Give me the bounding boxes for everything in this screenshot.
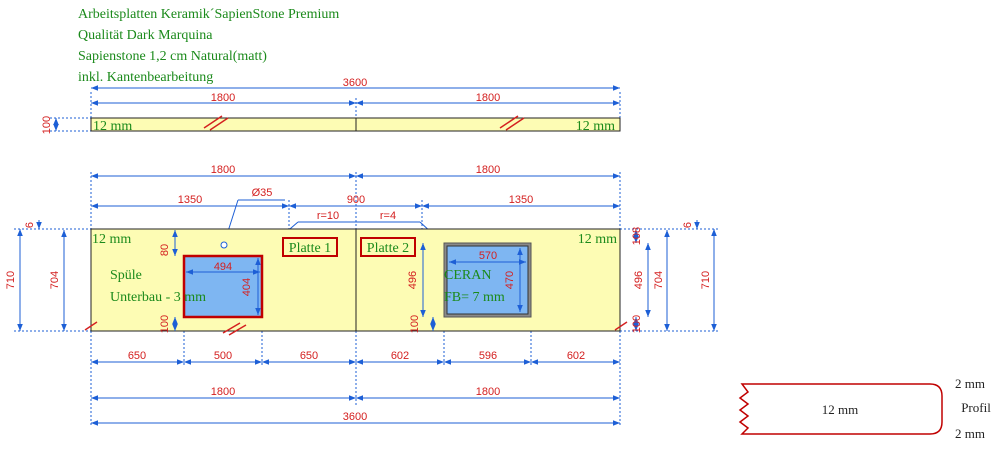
edge-profile	[738, 383, 943, 435]
side-half-left-label: 1800	[211, 92, 235, 104]
cooktop-offset-bottom-label: 100	[409, 315, 421, 333]
right-depth-outer-label: 710	[700, 271, 712, 289]
bottom-dim-6: 602	[567, 350, 585, 362]
cooktop-depth-label: 470	[504, 271, 516, 289]
side-thickness-left: 12 mm	[93, 119, 132, 134]
spec-line-edges: inkl. Kantenbearbeitung	[78, 70, 214, 85]
plan-offset-right-label: 1350	[509, 194, 533, 206]
plan-offset-mid-label: 900	[347, 194, 365, 206]
bottom-dim-1: 650	[128, 350, 146, 362]
plan-thickness-left: 12 mm	[92, 232, 131, 247]
radius-1-label: r=10	[317, 210, 339, 222]
side-height-label: 100	[41, 116, 53, 134]
break-marks-plan	[84, 321, 628, 336]
radius-2-label: r=4	[380, 210, 396, 222]
spec-line-product: Arbeitsplatten Keramik´SapienStone Premi…	[78, 7, 340, 22]
plan-dimension-lines	[14, 172, 718, 426]
cutout-dimension-lines	[172, 230, 639, 331]
bottom-dim-3: 650	[300, 350, 318, 362]
bottom-half-right: 1800	[476, 386, 500, 398]
left-depth-outer-label: 710	[5, 271, 17, 289]
profile-bottom-label: 2 mm	[955, 426, 985, 441]
cooktop-mount-label: FB= 7 mm	[444, 290, 505, 305]
plate-1-tag	[282, 237, 338, 257]
side-view	[50, 85, 621, 132]
tap-hole	[220, 241, 228, 249]
left-edge-offset-label: 6	[24, 222, 36, 228]
profile-thickness: 12 mm	[822, 402, 858, 417]
plan-top-left-label: 1800	[211, 164, 235, 176]
plate-2-label: Platte 2	[367, 241, 409, 256]
profile-top-label: 2 mm	[955, 376, 985, 391]
sink-offset-top-label: 80	[159, 244, 171, 256]
side-thickness-right: 12 mm	[576, 119, 615, 134]
side-half-right-label: 1800	[476, 92, 500, 104]
break-marks-side	[203, 115, 525, 131]
right-offset-bottom-label: 100	[631, 315, 643, 333]
side-total-label: 3600	[343, 77, 367, 89]
cooktop-cutout	[446, 245, 529, 315]
plan-offset-left-label: 1350	[178, 194, 202, 206]
sink-mount-label: Unterbau - 3 mm	[110, 290, 206, 305]
plate-2-tag	[360, 237, 416, 257]
cooktop-cutout-depth-label: 496	[407, 271, 419, 289]
bottom-dim-5: 596	[479, 350, 497, 362]
bottom-dim-2: 500	[214, 350, 232, 362]
right-depth-inner-label: 704	[653, 271, 665, 289]
bottom-dim-4: 602	[391, 350, 409, 362]
sink-offset-bottom-label: 100	[159, 315, 171, 333]
sink-label: Spüle	[110, 268, 142, 283]
sink-depth-label: 404	[241, 278, 253, 296]
profile-side-label: Profil	[961, 400, 991, 415]
spec-line-material: Sapienstone 1,2 cm Natural(matt)	[78, 49, 267, 64]
left-depth-inner-label: 704	[49, 271, 61, 289]
cooktop-label: CERAN	[444, 268, 491, 283]
plate-1-label: Platte 1	[289, 241, 331, 256]
right-cut-depth-label: 496	[633, 271, 645, 289]
spec-line-quality: Qualität Dark Marquina	[78, 28, 213, 43]
bottom-half-left: 1800	[211, 386, 235, 398]
cooktop-width-label: 570	[479, 250, 497, 262]
bottom-total: 3600	[343, 411, 367, 423]
sink-cutout	[182, 254, 264, 319]
sink-width-label: 494	[214, 261, 232, 273]
right-edge-offset-label: 6	[682, 222, 694, 228]
right-offset-top-label: 108	[631, 227, 643, 245]
spec-header: Arbeitsplatten Keramik´SapienStone Premi…	[78, 4, 339, 88]
hole-diameter-label: Ø35	[252, 187, 273, 199]
plan-thickness-right: 12 mm	[578, 232, 617, 247]
plan-top-right-label: 1800	[476, 164, 500, 176]
